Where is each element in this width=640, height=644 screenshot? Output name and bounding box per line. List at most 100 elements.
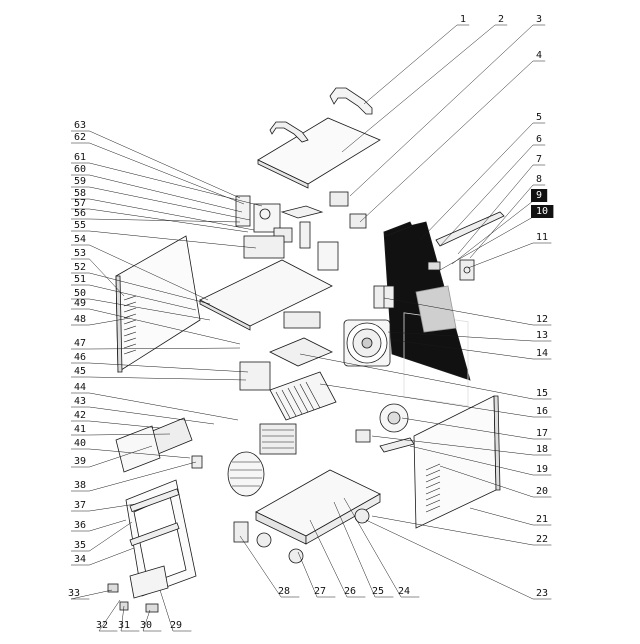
leader-line [299,353,534,400]
leader-line [383,297,534,326]
part-number-label: 10 [536,206,548,217]
leader-line [371,515,534,546]
leader-line [89,392,239,421]
leader-line [89,130,241,199]
part-number-label: 16 [536,406,548,417]
rear-panel-part [383,221,471,407]
pcb-board-part [199,259,333,331]
part-number-label: 33 [68,588,80,599]
part-number-label: 46 [74,352,86,363]
part-number-label: 54 [74,234,86,245]
leader-line [89,298,211,321]
part-number-label: 2 [498,14,504,25]
base-chassis-part [255,469,381,564]
part-number-label: 35 [74,540,86,551]
leader-line [409,445,534,476]
front-frame-part [125,479,197,597]
leader-line [89,218,241,223]
leader-line [469,184,534,259]
leader-line [89,142,245,205]
control-board-part [115,417,193,473]
part-number-label: 56 [74,208,86,219]
part-number-label: 36 [74,520,86,531]
leader-line [401,417,534,440]
leader-line [239,535,282,598]
left-side-panel-part [115,235,201,373]
part-number-label: 30 [140,620,152,631]
part-number-label: 34 [74,554,86,565]
leader-line [89,230,257,249]
part-number-label: 31 [118,620,130,631]
part-number-label: 5 [536,112,542,123]
part-number-label: 55 [74,220,86,231]
leader-line [89,186,251,221]
leader-line [343,497,402,598]
leader-line [89,519,127,532]
leader-line [89,445,153,468]
leader-line [439,144,534,247]
part-number-label: 42 [74,410,86,421]
part-number-label: 51 [74,274,86,285]
gasket-part [269,337,333,367]
part-number-label: 8 [536,174,542,185]
part-number-label: 62 [74,132,86,143]
part-number-label: 28 [278,586,290,597]
part-number-label: 23 [536,588,548,599]
top-cover-part [257,117,381,189]
part-number-label: 44 [74,382,86,393]
leader-line [469,507,534,526]
leader-line [159,589,174,632]
part-number-label: 21 [536,514,548,525]
part-number-label: 40 [74,438,86,449]
right-side-panel-part [413,395,501,529]
part-number-label: 4 [536,50,542,61]
part-number-label: 53 [74,248,86,259]
breaker-part [373,285,395,309]
leader-line [89,347,241,350]
part-number-label: 14 [536,348,548,359]
part-number-label: 17 [536,428,548,439]
label-highlight [531,205,554,218]
part-number-label: 18 [536,444,548,455]
rod-part [435,211,505,247]
part-number-label: 63 [74,120,86,131]
leader-line [89,461,197,492]
leader-line [89,317,131,326]
leader-line [89,448,191,459]
part-number-label: 47 [74,338,86,349]
part-number-label: 49 [74,298,86,309]
part-number-label: 61 [74,152,86,163]
part-number-label: 48 [74,314,86,325]
leader-line [387,331,534,342]
leader-line [439,465,534,498]
leader-line [142,609,151,632]
part-number-label: 52 [74,262,86,273]
part-number-label: 9 [536,190,542,201]
part-number-label: 41 [74,424,86,435]
leader-line [419,122,534,241]
leader-line [89,521,133,552]
leader-line [439,216,534,271]
leader-line [70,589,113,600]
leader-line [89,308,241,345]
part-number-label: 57 [74,198,86,209]
part-number-label: 50 [74,288,86,299]
leader-line [89,433,171,436]
handle-part [329,87,373,115]
fan-part [343,319,391,367]
transformer-part [191,451,265,497]
part-number-label: 22 [536,534,548,545]
part-number-label: 19 [536,464,548,475]
leader-line [89,258,125,297]
part-number-label: 38 [74,480,86,491]
leader-line [359,60,534,223]
part-number-label: 25 [372,586,384,597]
part-number-label: 45 [74,366,86,377]
leader-line [365,519,534,600]
leader-line [451,200,534,265]
part-number-label: 1 [460,14,466,25]
leader-line [349,24,534,197]
leader-line [341,24,496,153]
